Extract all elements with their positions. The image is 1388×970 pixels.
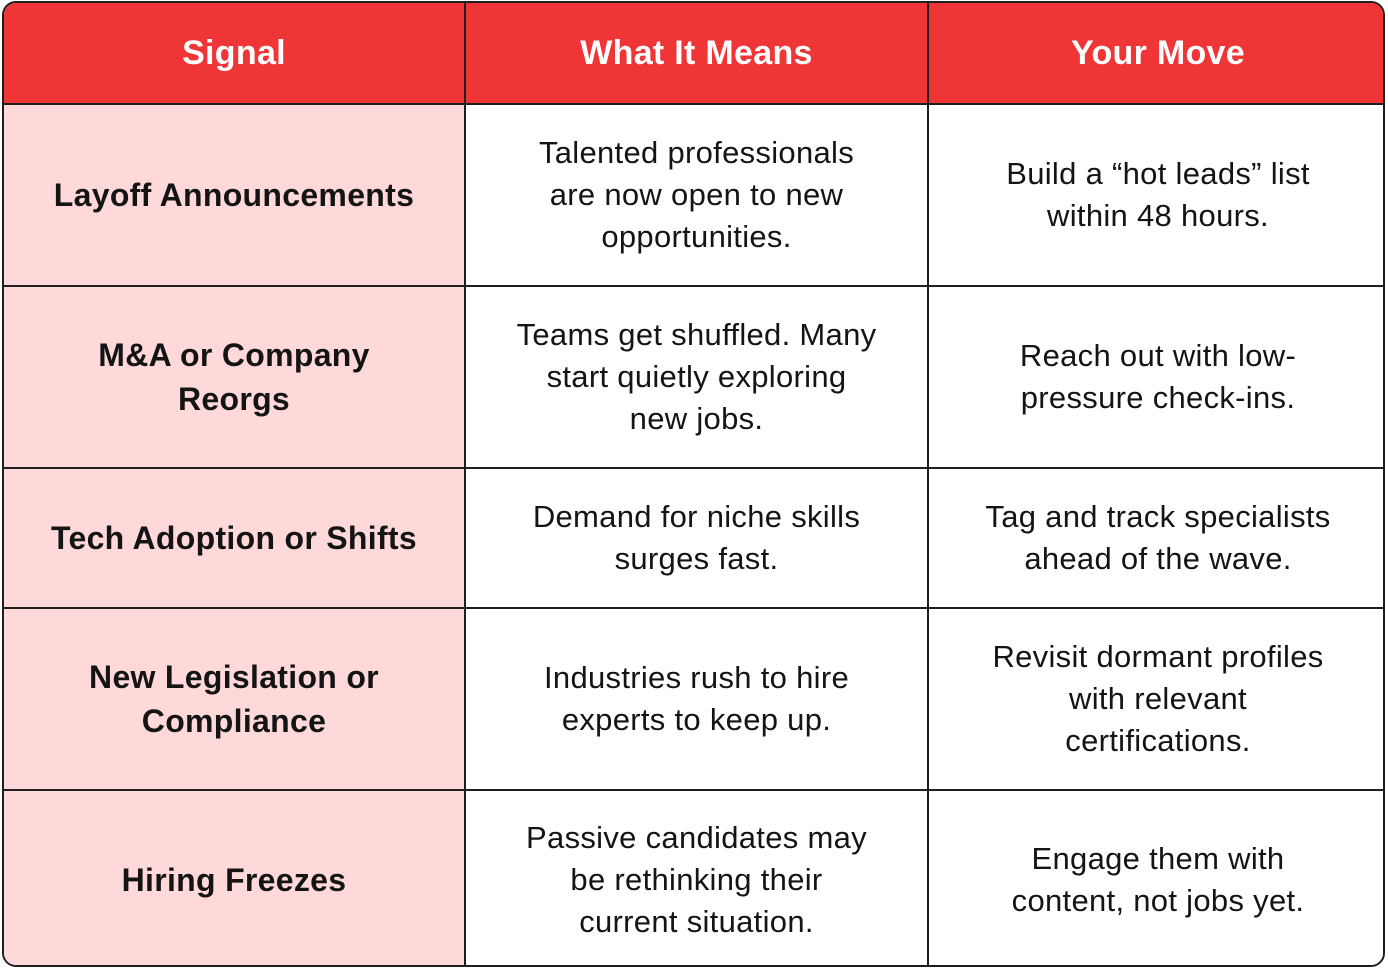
row-5-move: Engage them with content, not jobs yet.	[929, 791, 1383, 965]
row-4-meaning: Industries rush to hire experts to keep …	[466, 609, 929, 791]
row-3-meaning: Demand for niche skills surges fast.	[466, 469, 929, 609]
row-5-signal: Hiring Freezes	[4, 791, 466, 965]
row-5-meaning: Passive candidates may be rethinking the…	[466, 791, 929, 965]
row-4-signal: New Legislation or Compliance	[4, 609, 466, 791]
header-what-it-means: What It Means	[466, 3, 929, 105]
row-3-signal: Tech Adoption or Shifts	[4, 469, 466, 609]
row-2-signal: M&A or Company Reorgs	[4, 287, 466, 469]
row-1-meaning: Talented professionals are now open to n…	[466, 105, 929, 287]
row-2-meaning: Teams get shuffled. Many start quietly e…	[466, 287, 929, 469]
row-1-move: Build a “hot leads” list within 48 hours…	[929, 105, 1383, 287]
row-1-signal: Layoff Announcements	[4, 105, 466, 287]
header-signal: Signal	[4, 3, 466, 105]
row-3-move: Tag and track specialists ahead of the w…	[929, 469, 1383, 609]
row-2-move: Reach out with low- pressure check-ins.	[929, 287, 1383, 469]
row-4-move: Revisit dormant profiles with relevant c…	[929, 609, 1383, 791]
header-your-move: Your Move	[929, 3, 1383, 105]
